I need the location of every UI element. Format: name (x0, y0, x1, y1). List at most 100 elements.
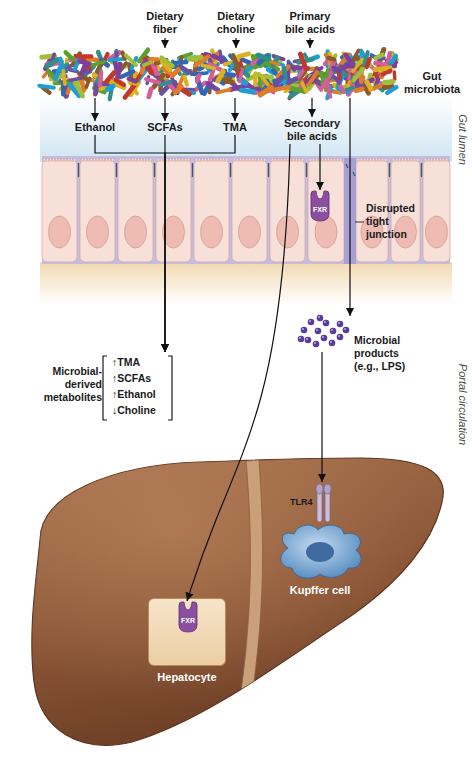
nucleus (277, 216, 299, 248)
bacterium (146, 79, 159, 83)
node-text: ↑TMA (112, 356, 170, 369)
bacterium (230, 63, 234, 71)
microvilli (424, 159, 448, 162)
epithelial-cell (42, 160, 77, 262)
label-node: SCFAs (140, 121, 190, 135)
bacterium (175, 86, 181, 92)
node-text: Secondary bile acids (280, 117, 344, 143)
microvilli (271, 159, 304, 162)
bacterium (284, 68, 285, 80)
bacterium (289, 79, 296, 83)
lps-highlight (338, 335, 340, 337)
bacterium (184, 77, 186, 85)
bacterium (242, 60, 250, 63)
microbiota-band (39, 49, 396, 99)
region-label: Gut lumen (456, 90, 469, 190)
flow-arrow (235, 38, 236, 48)
node-text: Dietary fiber (140, 10, 190, 36)
node-text: Gut microbiota (404, 70, 460, 96)
bacterium (126, 55, 137, 65)
bacterium (108, 86, 114, 89)
bacterium (161, 58, 172, 66)
lps-particle (330, 328, 337, 335)
bacterium (392, 56, 396, 62)
bacterium (218, 72, 223, 81)
lps-particle (308, 319, 315, 326)
lps-particle (321, 335, 328, 342)
bacterium (129, 79, 135, 81)
bacterium (290, 88, 303, 97)
bacterium (55, 65, 61, 79)
microvilli (157, 159, 190, 162)
epithelial-cell (423, 160, 450, 262)
bacterium (326, 70, 328, 77)
bacterium (160, 82, 170, 85)
node-text: TLR4 (290, 496, 318, 509)
receptor-head (324, 484, 331, 494)
bacterium (226, 80, 233, 84)
bacterium (261, 87, 272, 95)
flow-arrow (234, 98, 235, 121)
bacterium (376, 63, 386, 65)
bacterium (118, 64, 120, 77)
bacterium (172, 70, 178, 76)
bacterium (385, 82, 393, 83)
bacterium (253, 73, 257, 84)
label-node: Microbial products (e.g., LPS) (298, 316, 420, 352)
bacterium (223, 78, 230, 80)
bacterium (367, 82, 371, 89)
label-node: Ethanol (70, 121, 120, 135)
node-text: SCFAs (140, 121, 190, 134)
bacterium (181, 89, 189, 94)
lps-highlight (318, 316, 320, 318)
flow-arrow (321, 352, 322, 482)
region-label: Portal circulation (456, 345, 469, 465)
cell-membrane (281, 525, 361, 578)
disrupted-junction (344, 158, 356, 264)
node-text: TMA (210, 121, 260, 134)
lps-highlight (314, 342, 316, 344)
lps-particle (298, 336, 305, 343)
tlr4-node: TLR4 (290, 482, 334, 522)
bacterium (376, 55, 383, 58)
epithelial-cell (80, 160, 115, 262)
nucleus (201, 216, 223, 248)
bacterium (302, 83, 306, 92)
microvilli (81, 159, 114, 162)
tight-junction (389, 163, 390, 177)
flow-arrow (94, 98, 95, 121)
nucleus (426, 216, 448, 248)
bacterium (92, 62, 104, 65)
lps-particle (337, 321, 344, 328)
bacterium (208, 83, 213, 86)
fxr-node: FXR (176, 601, 200, 633)
nucleus (87, 216, 109, 248)
flow-arrow (311, 98, 312, 117)
bacterium (274, 87, 289, 90)
receptor-chain (325, 490, 330, 522)
node-text: Microbial-derived metabolites (40, 365, 102, 404)
receptor-head (316, 484, 323, 494)
microvilli (43, 159, 76, 162)
bacterium (333, 68, 340, 72)
bacterium (100, 72, 101, 85)
label-node: Gut microbiota (40, 48, 460, 98)
label-node: HepatocyteFXR (148, 598, 226, 666)
node-text: ↑SCFAs (112, 372, 170, 385)
bacterium (352, 50, 359, 62)
node-text: Dietary choline (211, 10, 261, 36)
callout-label: Disrupted tight junction (366, 202, 428, 241)
lps-particle (313, 341, 320, 348)
bacterium (63, 71, 65, 84)
lps-highlight (302, 328, 304, 330)
lps-particle (343, 327, 350, 334)
tlr4-receptor (314, 482, 334, 522)
bacterium (213, 56, 223, 61)
epithelial-cell (118, 160, 153, 262)
label-node: Primary bile acids (282, 10, 338, 38)
bacterium (70, 78, 81, 80)
bacterium (202, 65, 214, 68)
bacterium (182, 67, 191, 73)
bacterium (77, 85, 83, 96)
